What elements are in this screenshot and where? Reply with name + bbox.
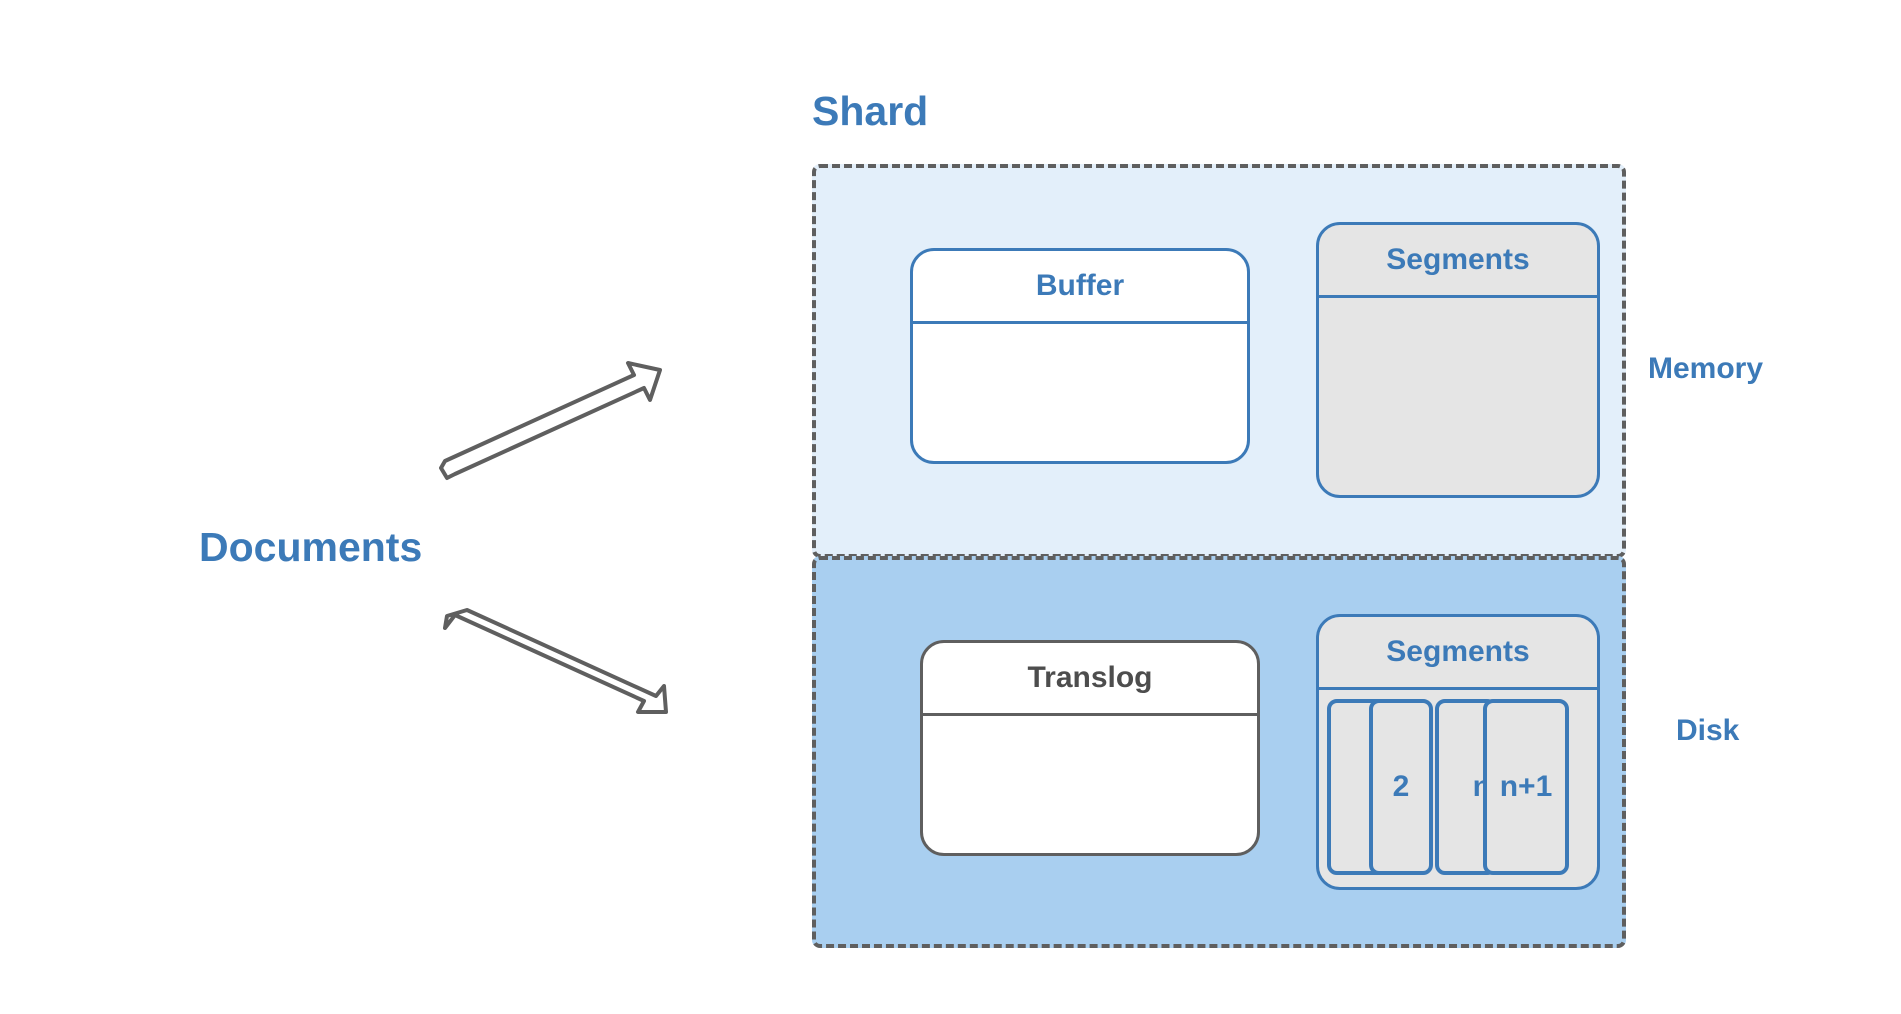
disk-label: Disk [1676,714,1740,747]
segment-n-plus-1: n+1 [1483,699,1569,875]
buffer-box: Buffer [910,248,1250,464]
memory-segments-title: Segments [1319,225,1597,298]
disk-segments-title: Segments [1319,617,1597,690]
disk-segments-box: Segments 1 2 n n+1 [1316,614,1600,890]
arrow-to-disk-icon [443,608,668,714]
shard-title: Shard [812,88,929,134]
memory-label: Memory [1648,352,1764,385]
buffer-title: Buffer [913,251,1247,324]
segment-2: 2 [1369,699,1433,875]
translog-title: Translog [923,643,1257,716]
memory-segments-box: Segments [1316,222,1600,498]
arrow-to-memory-icon [439,361,662,480]
translog-box: Translog [920,640,1260,856]
documents-label: Documents [199,524,423,570]
